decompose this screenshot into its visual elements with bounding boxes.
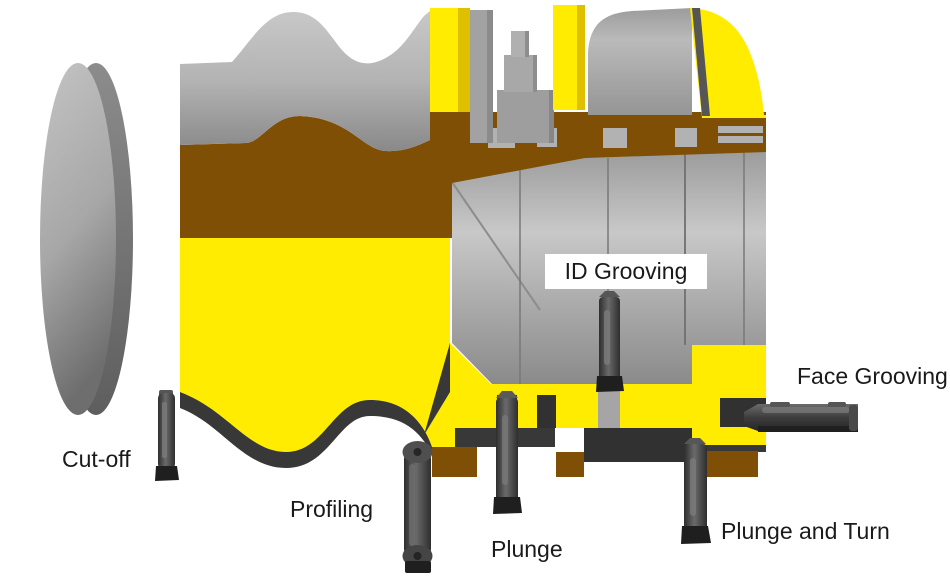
profiling-tool [402, 441, 433, 573]
label-id-grooving: ID Grooving [545, 254, 707, 289]
label-profiling: Profiling [290, 496, 374, 522]
id-grooving-tool [596, 291, 624, 392]
cutoff-disc [40, 63, 133, 415]
yellow-ring-a [430, 8, 470, 112]
workpiece-top-profile [180, 11, 430, 152]
plunge-turn-tool [681, 438, 711, 544]
notch-divider [718, 133, 763, 136]
face-grooving-tool [744, 402, 858, 432]
label-face-grooving: Face Grooving [797, 363, 948, 389]
cutoff-tool [155, 390, 179, 481]
end-ring [690, 8, 766, 118]
flange-column [470, 10, 493, 143]
body-underside-shadow [180, 392, 436, 468]
yellow-body-left [180, 238, 492, 452]
stepped-boss [497, 31, 554, 143]
plunge-tool [493, 391, 522, 514]
label-plunge-and-turn: Plunge and Turn [721, 518, 890, 544]
label-plunge: Plunge [491, 536, 563, 562]
label-cut-off: Cut-off [62, 446, 131, 472]
hub-cylinder [588, 8, 692, 115]
underside-shadow-wedge [424, 343, 450, 435]
yellow-ring-b [553, 5, 585, 110]
